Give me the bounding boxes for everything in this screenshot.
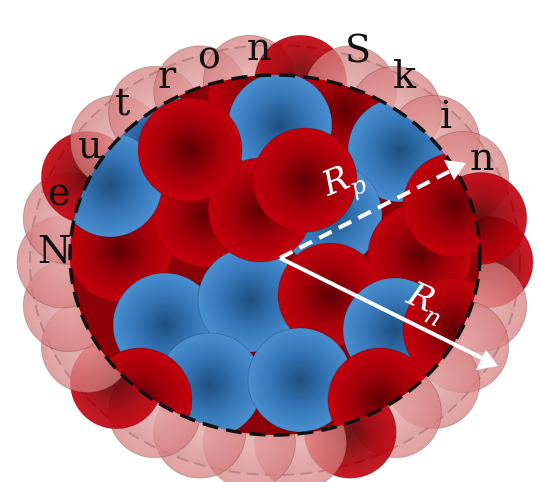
proton-radius-arrow: [279, 165, 459, 260]
proton: [137, 97, 243, 203]
title-letter-r: r: [158, 53, 177, 97]
title-letter-e: e: [48, 170, 71, 214]
title-letter-n2: n: [247, 25, 271, 69]
title-letter-i: i: [440, 93, 452, 137]
neutron-radius-arrow: [279, 256, 487, 362]
neutron-skin-title: N e u t r o n S k i n: [38, 25, 494, 272]
title-letter-o: o: [198, 33, 221, 77]
proton: [252, 127, 358, 233]
solid-arrow-icon: [476, 350, 498, 370]
proton-radius-boundary: [68, 73, 482, 437]
title-letter-t: t: [115, 80, 130, 124]
dashed-arrow-icon: [444, 160, 466, 180]
title-letter-s: S: [345, 27, 371, 71]
title-letter-n: N: [38, 228, 71, 272]
title-letter-k: k: [393, 53, 417, 97]
title-letter-u: u: [78, 123, 102, 167]
title-letter-n3: n: [470, 135, 494, 179]
